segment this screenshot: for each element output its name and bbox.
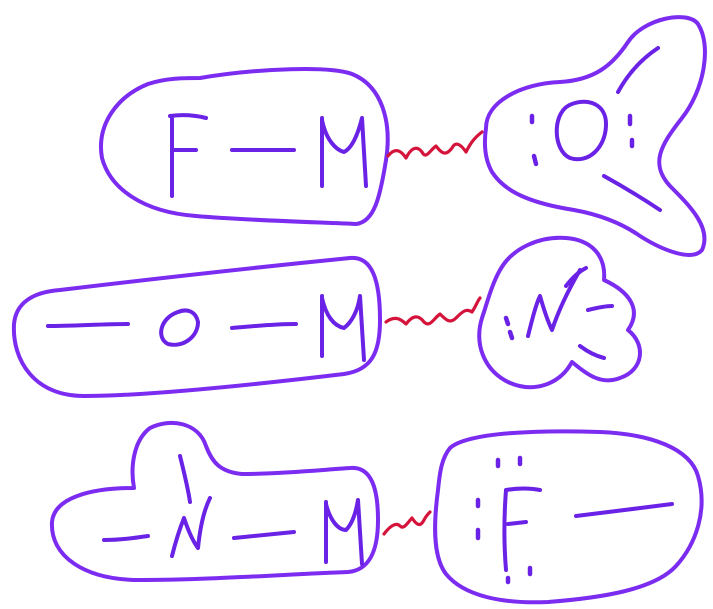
row-2-bond-1: [230, 322, 298, 330]
svg-text:M: M: [340, 325, 341, 327]
row-3-lone-pairs: [475, 455, 533, 585]
row-1-arm-lower: [602, 174, 662, 212]
row-2-partner-outline: [477, 235, 642, 390]
row-2-lobe-upper: [564, 266, 588, 288]
row-2-lobe-middle: [586, 304, 614, 312]
row-3-partner-atom-F: F: [502, 486, 542, 572]
row-3: N M F: [49, 420, 704, 605]
svg-text:M: M: [340, 149, 341, 151]
row-3-interaction-bond: [382, 510, 432, 536]
row-1-partner-outline: [482, 15, 707, 257]
svg-text:N: N: [550, 309, 551, 311]
row-3-molecule-outline: [49, 420, 380, 582]
row-2-partner-atom-N: N: [526, 268, 582, 338]
row-2-molecule-outline: [11, 255, 382, 398]
row-3-partner-outline: [433, 429, 704, 605]
row-2-leading-bond: [46, 322, 130, 328]
row-2-atom-M: M: [320, 294, 366, 362]
row-3-leading-bond: [102, 534, 150, 542]
svg-text:O: O: [178, 327, 179, 329]
row-1-atom-F: F: [168, 113, 208, 198]
row-1-partner-atom-O: O: [554, 99, 608, 162]
row-1: F M O: [99, 15, 707, 257]
svg-text:M: M: [344, 529, 345, 531]
row-3-atom-M: M: [324, 498, 364, 566]
row-2-lone-pairs: [503, 315, 515, 341]
row-1-arm-upper: [616, 46, 660, 94]
row-1-lone-pairs: [529, 113, 635, 167]
row-3-partner-trailing-bond: [574, 502, 674, 518]
row-2: O M N: [11, 235, 642, 398]
row-1-molecule-outline: [99, 67, 390, 226]
row-1-interaction-bond: [386, 130, 484, 160]
row-1-atom-M: M: [320, 116, 368, 188]
row-3-bond-1: [232, 530, 296, 540]
row-2-atom-O: O: [159, 308, 200, 347]
row-2-lobe-lower: [578, 344, 606, 360]
svg-text:O: O: [580, 131, 581, 133]
row-2-interaction-bond: [384, 296, 482, 326]
row-3-atom-N: N: [170, 496, 212, 558]
row-3-tab-stroke: [178, 454, 192, 504]
